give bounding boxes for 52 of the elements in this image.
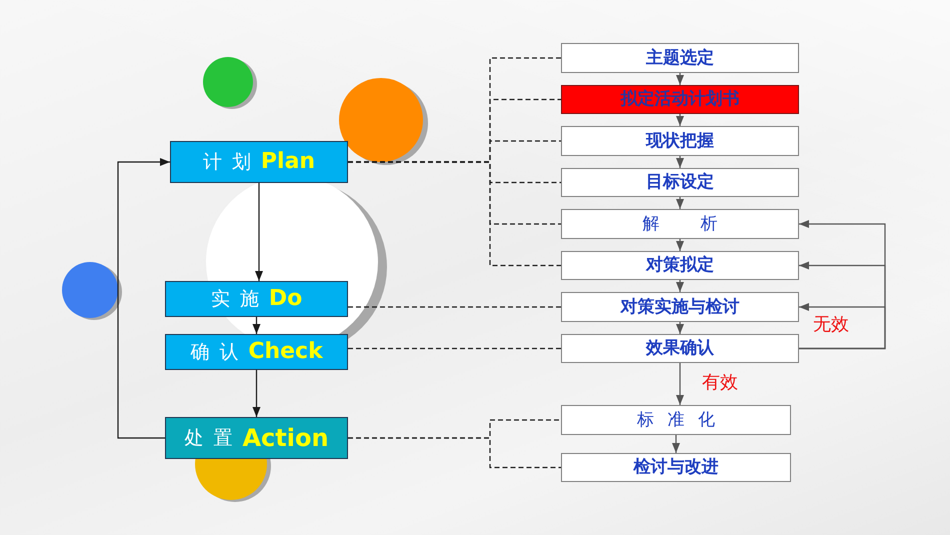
step-box bbox=[561, 453, 791, 482]
step-label: 效果确认 bbox=[646, 339, 714, 358]
step-name: 处 置 bbox=[184, 428, 232, 448]
edge-label: 有效 bbox=[702, 373, 738, 393]
step-label: 解 析 bbox=[642, 214, 718, 234]
step-name: 计 划 bbox=[202, 152, 251, 172]
step-label: 检讨与改进 bbox=[634, 458, 718, 477]
edge-label: 无效 bbox=[813, 314, 849, 335]
arrow bbox=[117, 158, 170, 439]
arrow bbox=[672, 435, 680, 453]
arrow bbox=[676, 322, 684, 334]
step-label: 对策拟定 bbox=[646, 256, 714, 275]
step-name-english: Do bbox=[268, 286, 302, 312]
step-label: 目标设定 bbox=[646, 173, 714, 192]
highlighted-step-box bbox=[561, 85, 799, 114]
step-box bbox=[561, 209, 799, 239]
arrow bbox=[255, 183, 263, 281]
step-box bbox=[561, 126, 799, 156]
arrow bbox=[676, 197, 684, 209]
arrow bbox=[676, 114, 684, 126]
dashed-connector bbox=[348, 306, 561, 308]
arrow bbox=[676, 239, 684, 251]
dashed-connector bbox=[348, 437, 561, 468]
arrow bbox=[676, 280, 684, 292]
step-label: 主题选定 bbox=[646, 48, 714, 68]
step-name-english: Action bbox=[242, 424, 329, 452]
step-box bbox=[561, 251, 799, 280]
step-box bbox=[561, 405, 791, 435]
pdca-step-box bbox=[170, 141, 348, 183]
step-name-english: Plan bbox=[260, 150, 316, 174]
step-name: 实 施 bbox=[210, 288, 259, 310]
arrow bbox=[676, 156, 684, 168]
step-name-english: Check bbox=[248, 340, 323, 364]
arrow bbox=[676, 363, 684, 405]
step-label: 拟定活动计划书 bbox=[620, 90, 740, 109]
step-label: 现状把握 bbox=[646, 132, 714, 150]
pdca-step-box bbox=[165, 281, 348, 317]
arrow bbox=[252, 317, 260, 334]
dashed-connector bbox=[348, 161, 561, 266]
step-label: 对策实施与检讨 bbox=[620, 298, 740, 316]
step-box bbox=[561, 43, 799, 73]
step-name: 确 认 bbox=[190, 342, 238, 362]
arrow bbox=[799, 220, 886, 350]
pdca-step-box bbox=[165, 334, 348, 370]
step-box bbox=[561, 334, 799, 363]
dashed-connector bbox=[348, 348, 561, 350]
step-box bbox=[561, 168, 799, 197]
pdca-step-box bbox=[165, 417, 348, 459]
step-box bbox=[561, 292, 799, 322]
arrow bbox=[676, 73, 684, 85]
arrow bbox=[252, 370, 260, 417]
step-label: 标 准 化 bbox=[637, 410, 715, 430]
